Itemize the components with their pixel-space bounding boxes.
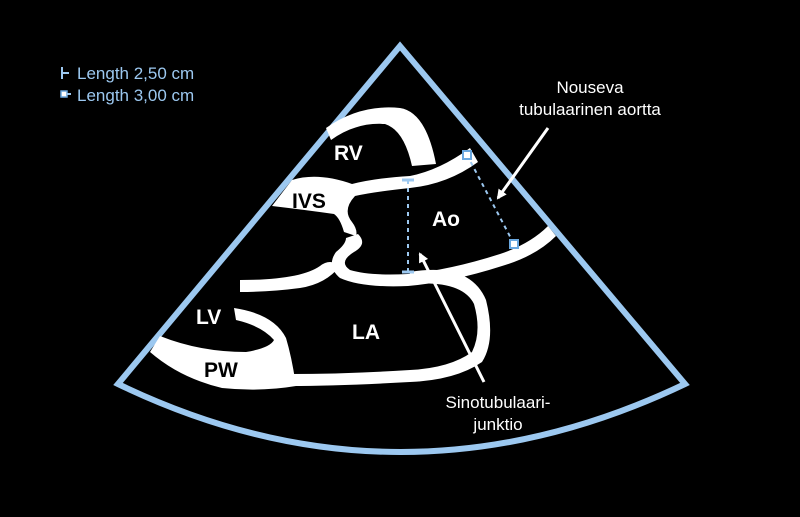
rv-anterior-wall xyxy=(326,107,436,166)
square-caliper-marker xyxy=(60,90,71,98)
annotation-ascending-aorta-line1: Nouseva xyxy=(556,78,624,97)
lvot-band xyxy=(240,262,340,292)
label-rv: RV xyxy=(334,142,363,165)
label-ao: Ao xyxy=(432,208,460,231)
caliper-sinotubular[interactable] xyxy=(402,178,414,274)
bar-caliper-marker xyxy=(61,67,69,79)
legend-length-2: Length 3,00 cm xyxy=(77,86,194,105)
annotation-sinotubular-line1: Sinotubulaari- xyxy=(446,393,551,412)
legend-length-1: Length 2,50 cm xyxy=(77,64,194,83)
legend: Length 2,50 cm Length 3,00 cm xyxy=(60,64,194,105)
posterior-wall xyxy=(150,308,296,390)
label-pw: PW xyxy=(204,359,238,382)
arrow-sinotubular-junction xyxy=(418,252,486,383)
caliper-ascending-aorta[interactable] xyxy=(462,150,519,249)
label-lv: LV xyxy=(196,306,221,329)
arrow-ascending-aorta xyxy=(496,127,550,200)
ivs-wall xyxy=(272,148,478,236)
ultrasound-sector xyxy=(113,41,690,455)
label-la: LA xyxy=(352,321,380,344)
la-wall xyxy=(290,269,491,386)
label-ivs: IVS xyxy=(292,190,326,213)
annotation-ascending-aorta-line2: tubulaarinen aortta xyxy=(519,100,661,119)
annotation-sinotubular-line2: junktio xyxy=(472,415,522,434)
